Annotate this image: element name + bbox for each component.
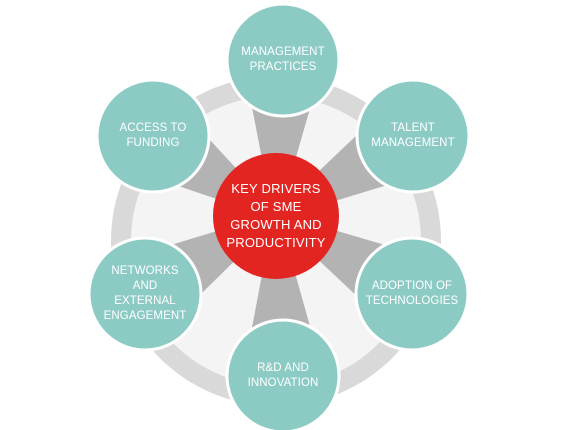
center-circle bbox=[213, 153, 339, 279]
node-circle-networks-and-external-engagement bbox=[87, 236, 203, 352]
driver-nodes-group bbox=[87, 2, 471, 430]
node-circle-management-practices bbox=[225, 2, 341, 118]
node-circle-access-to-funding bbox=[95, 78, 211, 194]
node-circle-rd-and-innovation bbox=[225, 318, 341, 430]
node-circle-talent-management bbox=[355, 78, 471, 194]
node-circle-adoption-of-technologies bbox=[354, 236, 470, 352]
